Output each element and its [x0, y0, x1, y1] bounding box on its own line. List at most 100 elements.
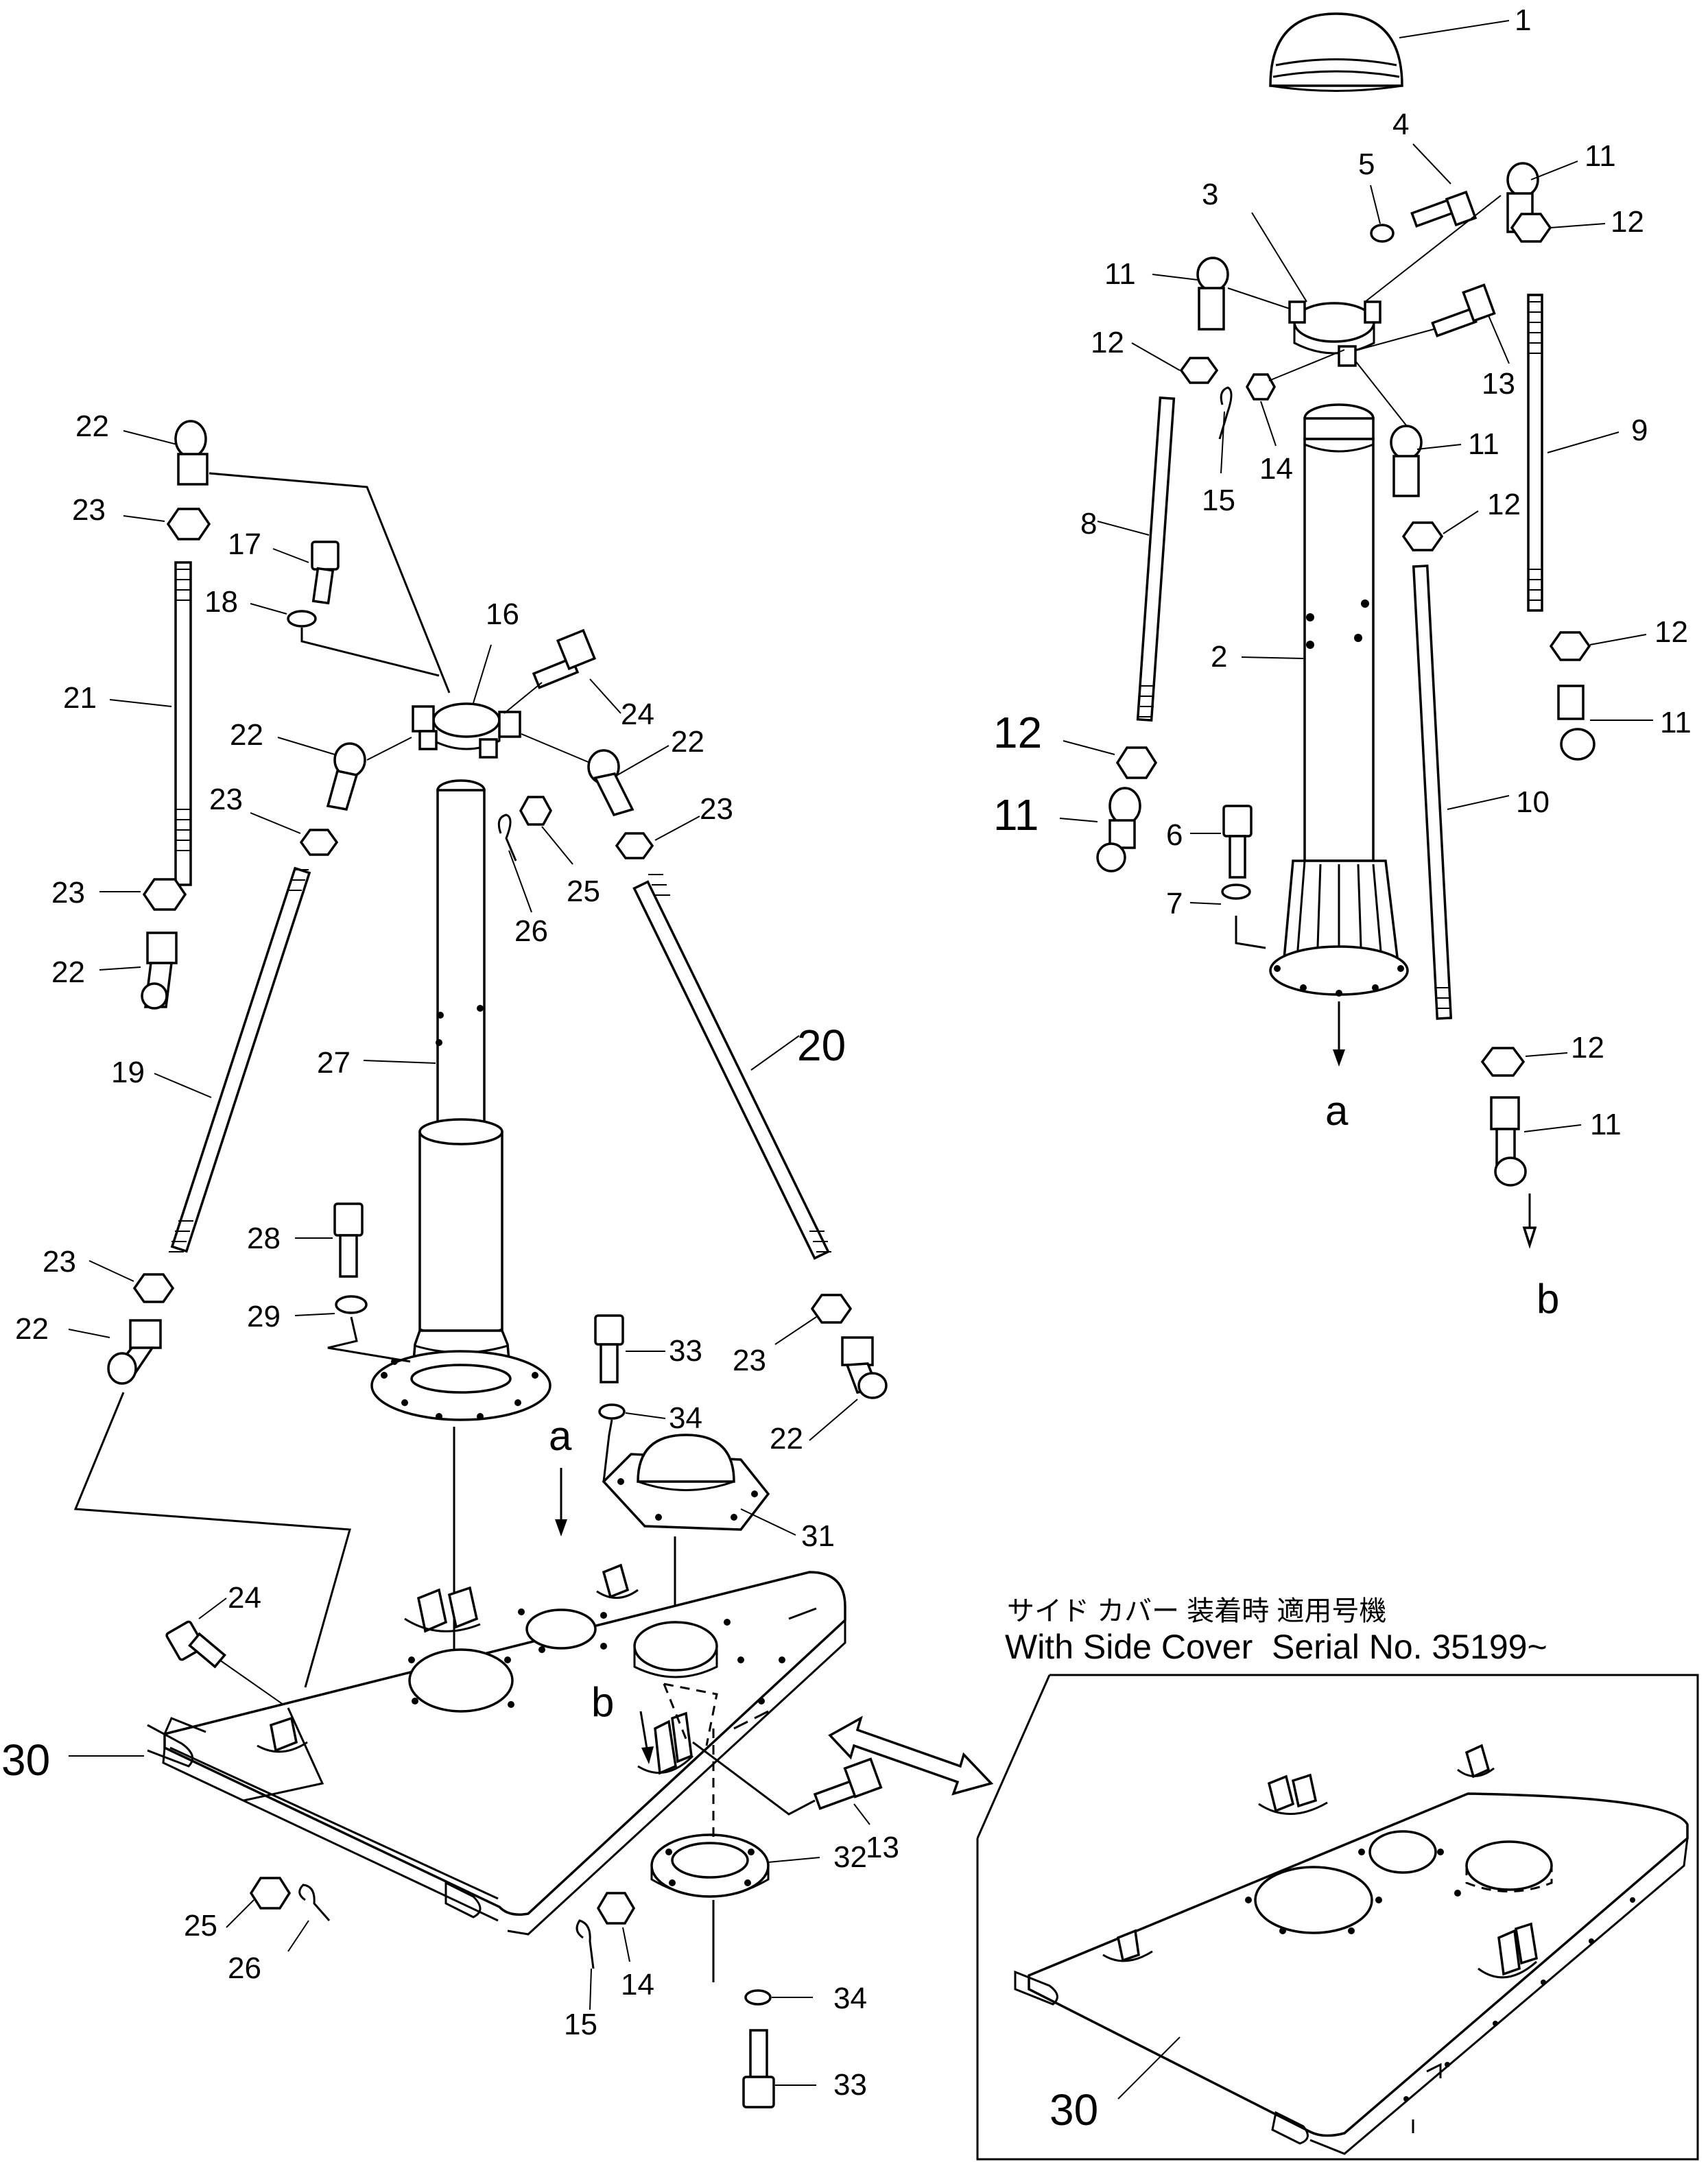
cap-part-1 [1269, 12, 1403, 92]
callout-label: 23 [700, 792, 733, 826]
ref-letter-b-top: b [1537, 1276, 1559, 1322]
callout-label: 6 [1166, 818, 1183, 852]
callout-label: 33 [669, 1334, 702, 1368]
bolt-part-33b [742, 2029, 775, 2108]
callout-label: 12 [1611, 205, 1644, 239]
cover-part-31 [602, 1434, 770, 1531]
bolt-part-13a [1431, 283, 1496, 337]
inset-caption-jp: サイド カバー 装着時 適用号機 [1007, 1596, 1386, 1626]
nut-part-23b [142, 878, 187, 911]
callout-label: 13 [866, 1831, 899, 1864]
rod-end-part-11d [1390, 425, 1423, 497]
flange-part-32 [650, 1833, 770, 1898]
callout-label: 5 [1358, 147, 1375, 181]
nut-part-12c [1179, 357, 1219, 384]
rod-end-part-11f [1096, 787, 1141, 872]
callout-label: 11 [993, 790, 1039, 840]
callout-label: 30 [1049, 2085, 1098, 2135]
callout-label: 11 [1104, 257, 1136, 291]
left-assembly [68, 420, 994, 2108]
nut-part-23d [615, 832, 654, 859]
clamp-part-16 [412, 702, 521, 759]
rod-end-part-22f [841, 1336, 888, 1399]
callout-label: 26 [514, 914, 548, 948]
callout-label: 28 [247, 1222, 281, 1255]
callout-label: 12 [1654, 615, 1688, 649]
callout-label: 24 [228, 1581, 261, 1615]
bolt-part-4 [1410, 190, 1478, 228]
nut-part-25b [249, 1877, 292, 1910]
callout-label: 34 [669, 1401, 702, 1435]
column-part-27 [370, 779, 551, 1421]
nut-part-14a [1245, 373, 1277, 401]
rod-end-part-11e [1490, 1096, 1527, 1187]
callout-label: 25 [567, 875, 600, 908]
callout-label: 33 [833, 2068, 867, 2102]
callout-label: 23 [72, 493, 106, 527]
callout-label: 23 [51, 876, 85, 910]
callout-label: 30 [1, 1735, 50, 1785]
callout-label: 22 [51, 955, 85, 989]
callout-label: 22 [75, 409, 109, 443]
reference-letters: a b a b [549, 1088, 1559, 1725]
ref-letter-b-bottom: b [591, 1679, 614, 1725]
base-plate-part-30 [147, 1563, 846, 1936]
nut-part-23e [132, 1273, 175, 1303]
clamp-part-3 [1288, 300, 1381, 367]
bolt-part-17 [311, 540, 340, 605]
inset-base-plate [1014, 1744, 1689, 2155]
rod-part-10 [1412, 565, 1453, 1020]
bolt-part-13b [813, 1757, 883, 1810]
callout-labels: 1 4 11 5 3 12 11 13 12 14 15 11 9 12 8 2… [1, 3, 1692, 2135]
nut-part-12f [1115, 746, 1158, 779]
rod-part-8 [1136, 396, 1176, 722]
callout-label: 13 [1482, 367, 1515, 401]
callout-label: 23 [733, 1344, 766, 1377]
callout-label: 11 [1585, 139, 1616, 173]
callout-label: 18 [204, 585, 238, 619]
ref-letter-a-top: a [1325, 1088, 1349, 1134]
callout-label: 15 [1202, 484, 1235, 517]
callout-label: 4 [1392, 108, 1409, 141]
bolt-part-24b [165, 1620, 226, 1669]
callout-label: 12 [1487, 488, 1521, 521]
rod-end-part-11b [1557, 685, 1596, 761]
rod-part-20 [632, 874, 831, 1260]
inset-caption-en: With Side Cover Serial No. 35199~ [1005, 1628, 1547, 1666]
callout-label: 22 [770, 1422, 803, 1456]
rod-end-part-11a [1506, 162, 1539, 233]
rod-end-part-22b [141, 931, 178, 1010]
callout-label: 11 [1590, 1108, 1622, 1141]
rod-end-part-22e [107, 1319, 162, 1385]
rod-part-21 [174, 561, 192, 886]
nut-part-12b [1549, 631, 1591, 661]
bolt-part-28 [333, 1202, 364, 1278]
callout-label: 34 [833, 1982, 867, 2015]
callout-label: 11 [1468, 427, 1499, 461]
callout-label: 27 [317, 1046, 351, 1080]
rod-part-19 [169, 866, 311, 1253]
callout-label: 9 [1631, 414, 1648, 447]
callout-label: 29 [247, 1300, 281, 1333]
callout-label: 23 [43, 1245, 76, 1279]
inset-with-side-cover [976, 1674, 1699, 2161]
callout-label: 17 [228, 527, 261, 561]
callout-label: 19 [111, 1056, 145, 1089]
callout-label: 22 [671, 725, 704, 759]
callout-label: 14 [1259, 452, 1293, 486]
callout-label: 31 [801, 1519, 835, 1553]
callout-label: 23 [209, 783, 243, 816]
rod-end-part-22c [326, 742, 366, 811]
callout-label: 12 [1091, 326, 1124, 359]
bolt-part-6 [1222, 805, 1253, 879]
callout-label: 25 [184, 1909, 217, 1943]
nut-part-23f [810, 1294, 853, 1324]
nut-part-23a [166, 508, 211, 540]
callout-label: 11 [1660, 706, 1692, 739]
callout-label: 22 [230, 718, 263, 752]
double-arrow [828, 1715, 994, 1796]
callout-label: 1 [1515, 3, 1531, 37]
bolt-part-33a [594, 1314, 624, 1383]
callout-label: 16 [486, 597, 519, 631]
